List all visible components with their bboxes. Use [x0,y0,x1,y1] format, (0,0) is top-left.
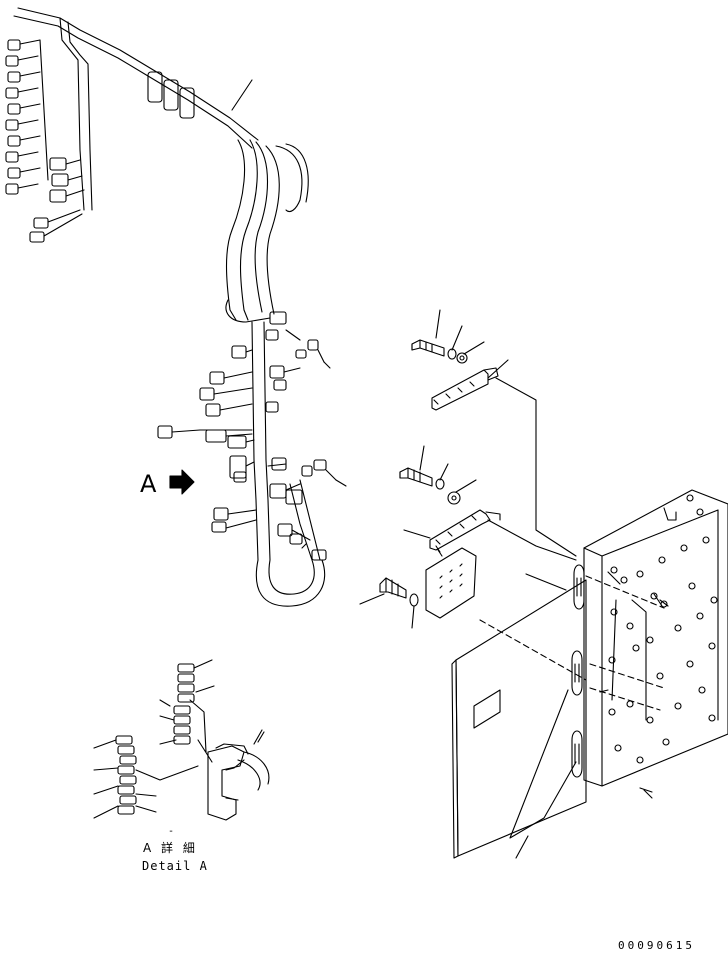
detail-title-jp: A 詳 細 [143,841,198,855]
main-wiring-harness [13,7,326,607]
controller-unit [583,489,728,793]
detail-dash: - [168,826,175,837]
drawing-number: 00090615 [618,939,695,952]
upper-bolt-set [411,309,509,411]
assembly-leader-lines [487,377,577,561]
detail-a-view [93,659,270,821]
small-cover-plate [359,547,477,629]
detail-title-en: Detail A [142,859,208,873]
left-connector-bank [5,39,85,243]
harness-leaders [301,361,347,549]
trunk-connectors [157,311,337,561]
cover-panel [451,564,665,859]
lower-bolt-set [399,445,501,557]
view-arrow-a [169,469,195,495]
view-arrow-label: A [140,470,157,498]
